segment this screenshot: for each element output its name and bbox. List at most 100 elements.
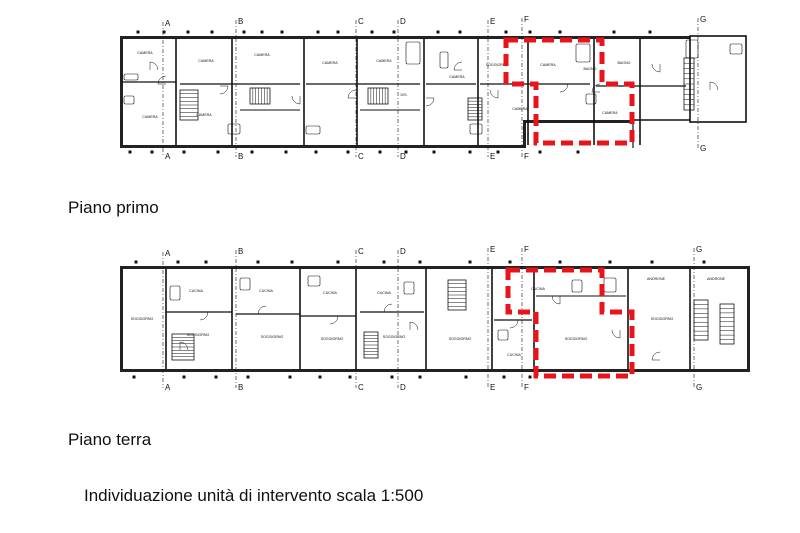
column-marker	[528, 30, 532, 34]
column-marker	[392, 30, 396, 34]
door-swing	[199, 311, 209, 321]
room-label: CUCINA	[507, 353, 521, 357]
stair-outline	[693, 299, 709, 341]
column-marker	[418, 375, 422, 379]
column-marker	[382, 260, 386, 264]
door-swing	[409, 321, 419, 331]
wc	[571, 279, 583, 293]
door-swing	[551, 295, 561, 305]
staircase	[683, 57, 695, 111]
column-marker	[648, 30, 652, 34]
column-marker	[378, 150, 382, 154]
column-marker	[256, 260, 260, 264]
column-marker	[458, 30, 462, 34]
room-label: SOGGIORNO	[187, 333, 210, 337]
wash-basin	[123, 95, 135, 105]
column-marker	[136, 30, 140, 34]
grid-axis-d: DD	[397, 247, 406, 392]
column-marker	[162, 30, 166, 34]
bathtub	[227, 123, 241, 135]
stair-outline	[467, 97, 483, 121]
column-marker	[404, 150, 408, 154]
door-swing	[651, 351, 661, 361]
room-label: SOGGIORNO	[565, 337, 588, 341]
grid-axis-f: FF	[521, 15, 529, 161]
grid-axis-e: EE	[487, 17, 495, 161]
column-marker	[496, 150, 500, 154]
room-label: CUCINA	[259, 289, 273, 293]
outer-wall-step	[523, 120, 526, 148]
door-swing	[219, 85, 229, 95]
door-swing	[651, 63, 661, 73]
door-swing	[329, 315, 339, 325]
scale-caption: Individuazione unità di intervento scala…	[84, 486, 424, 505]
bathroom-fixture	[405, 41, 421, 65]
outer-wall-step-2	[523, 120, 633, 123]
grid-axis-c: CC	[355, 17, 364, 161]
axis-label-bottom: D	[400, 152, 406, 161]
door-swing	[709, 81, 719, 91]
axis-label-bottom: E	[490, 383, 495, 392]
column-marker	[336, 260, 340, 264]
outer-wall-south	[120, 145, 525, 148]
room-label: SOGGIORNO	[486, 63, 509, 67]
room-label: BAGNO	[584, 67, 597, 71]
room-label: CUCINA	[531, 287, 545, 291]
column-marker	[290, 260, 294, 264]
wc	[603, 277, 617, 293]
column-marker	[608, 260, 612, 264]
axis-label-bottom: B	[238, 152, 243, 161]
bathtub	[469, 123, 483, 135]
staircase	[367, 87, 389, 105]
grid-axis-e: EE	[487, 245, 495, 392]
grid-axis-b: BB	[235, 247, 243, 392]
ground-floor-caption: Piano terra	[68, 430, 152, 449]
column-marker	[250, 150, 254, 154]
column-marker	[370, 30, 374, 34]
outer-wall-north	[120, 266, 750, 269]
column-marker	[242, 30, 246, 34]
column-marker	[132, 375, 136, 379]
door-swing	[149, 61, 159, 71]
bathtub	[123, 73, 139, 81]
staircase	[467, 97, 483, 121]
axis-label-top: B	[238, 17, 243, 26]
door-swing	[383, 303, 393, 313]
axis-label-bottom: F	[524, 152, 529, 161]
column-marker	[508, 260, 512, 264]
axis-label-bottom: A	[165, 383, 171, 392]
stair-outline	[719, 303, 735, 345]
column-marker	[468, 260, 472, 264]
staircase	[179, 89, 199, 121]
column-marker	[502, 375, 506, 379]
column-marker	[204, 260, 208, 264]
column-marker	[216, 150, 220, 154]
room-label: CAMERA	[512, 107, 528, 111]
column-marker	[176, 260, 180, 264]
room-label: CAMERA	[142, 115, 158, 119]
column-marker	[288, 375, 292, 379]
door-swing	[157, 75, 167, 85]
staircase	[447, 279, 467, 311]
column-marker	[702, 260, 706, 264]
column-marker	[182, 375, 186, 379]
room-label: CAMERA	[137, 51, 153, 55]
axis-label-bottom: A	[165, 152, 171, 161]
column-marker	[348, 375, 352, 379]
wc	[585, 93, 597, 105]
door-swing	[611, 329, 621, 339]
column-marker	[128, 150, 132, 154]
bathtub	[305, 125, 321, 135]
outer-wall-west	[120, 266, 123, 372]
room-label: SOGGIORNO	[321, 337, 344, 341]
axis-label-top: E	[490, 245, 495, 254]
room-label: CAMERA	[602, 111, 618, 115]
wc	[729, 43, 743, 55]
outer-wall-north	[120, 36, 690, 39]
door-swing	[509, 319, 519, 329]
axis-label-top: F	[524, 15, 529, 24]
grid-axis-a: AA	[162, 249, 171, 392]
room-label: CAMERA	[198, 59, 214, 63]
